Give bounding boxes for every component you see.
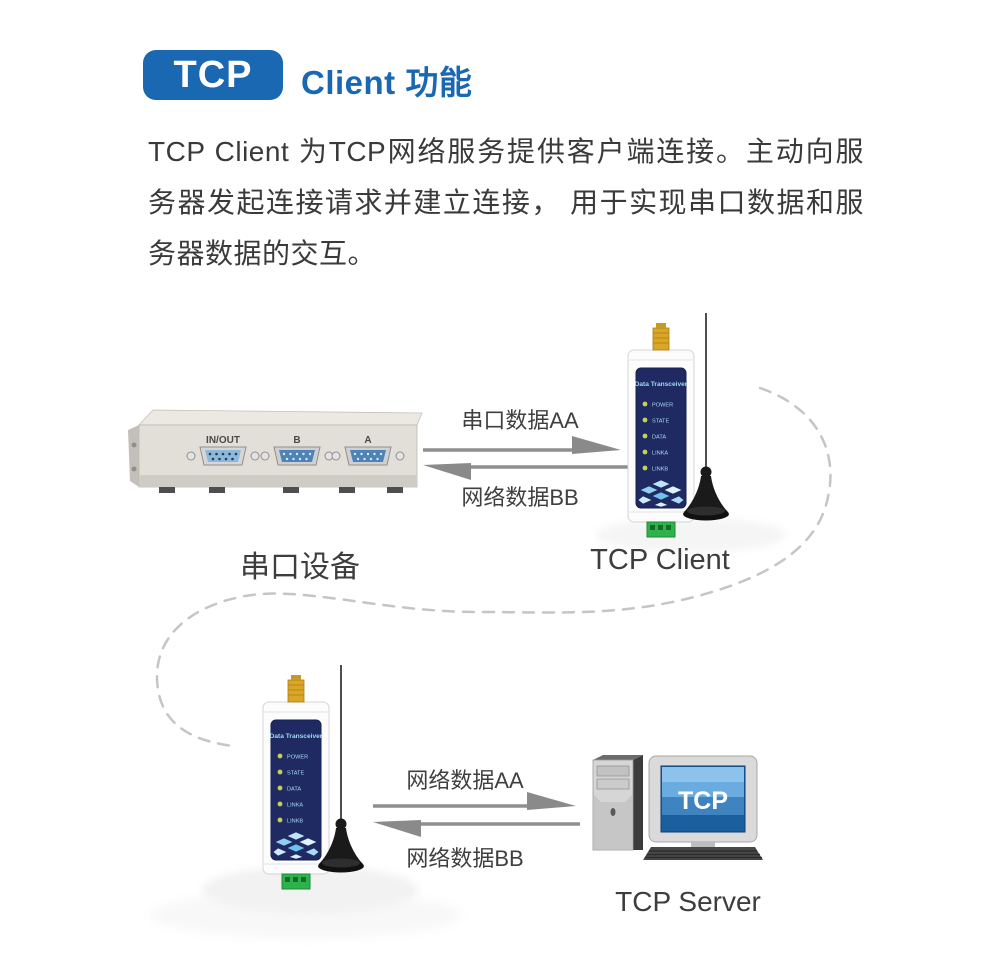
monitor-screen-text: TCP [678,787,728,815]
serial-device-top [138,409,423,426]
db9-female-inout [186,446,260,466]
serial-device-image: IN/OUT B A [128,409,423,493]
tcp-badge: TCP [143,50,283,100]
led-label-power: POWER [652,403,673,409]
page-title: Client 功能 [301,64,473,101]
panel-title: Data Transceiver [270,733,323,740]
server-computer-image: TCP [592,755,763,860]
terminal-block [281,873,311,890]
serial-port-label-a: A [364,435,371,446]
antenna-base [683,466,729,521]
led-label-linka: LINKA [652,451,668,457]
arrow-serial-to-client [423,436,621,454]
label-serial-device: 串口设备 [240,551,360,584]
transceiver1-image: Data Transceiver POWER STATE DATA LINKA … [627,313,729,538]
arrow-client-to-serial [423,463,630,480]
serial-device-side [128,425,139,487]
sma-connector [652,323,670,351]
label-network-data-bb-top: 网络数据BB [461,485,579,510]
panel-tile-pattern [272,831,320,860]
transceiver2-image: Data Transceiver POWER STATE DATA LINKA … [262,665,364,890]
serial-device-feet [159,487,403,493]
description-text: TCP Client 为TCP网络服务提供客户端连接。主动向服务器发起连接请求并… [148,136,864,269]
tcp-badge-label: TCP [173,53,253,96]
led-label-state: STATE [652,419,669,425]
serial-port-label-inout: IN/OUT [206,435,240,446]
terminal-block [646,521,676,538]
server-keyboard [643,847,763,860]
server-monitor: TCP [648,755,758,847]
sma-connector [287,675,305,703]
server-tower [592,755,643,851]
serial-device-front-shade [139,475,417,487]
led-label-data: DATA [287,787,301,793]
device-panel [635,367,687,509]
arrow-client-to-server [373,792,576,810]
device-panel [270,719,322,861]
panel-title: Data Transceiver [635,381,688,388]
panel-tile-pattern [637,479,685,508]
label-network-data-aa: 网络数据AA [406,768,524,793]
label-network-data-bb-bottom: 网络数据BB [406,846,524,871]
led-block: POWER STATE DATA LINKA LINKB [642,401,673,473]
led-label-data: DATA [652,435,666,441]
led-label-linkb: LINKB [652,467,668,473]
label-serial-data-aa: 串口数据AA [461,408,579,433]
db9-male-a [331,446,405,466]
arrow-server-to-client [373,820,580,837]
client-shadow [596,518,786,552]
label-tcp-server: TCP Server [615,886,761,917]
serial-port-label-b: B [293,435,300,446]
label-tcp-client: TCP Client [590,544,730,576]
led-label-linkb: LINKB [287,819,303,825]
db9-male-b [260,446,334,466]
led-label-linka: LINKA [287,803,303,809]
dashed-route-path [155,386,832,748]
antenna-base [318,818,364,873]
led-block: POWER STATE DATA LINKA LINKB [277,753,308,825]
led-label-power: POWER [287,755,308,761]
led-label-state: STATE [287,771,304,777]
